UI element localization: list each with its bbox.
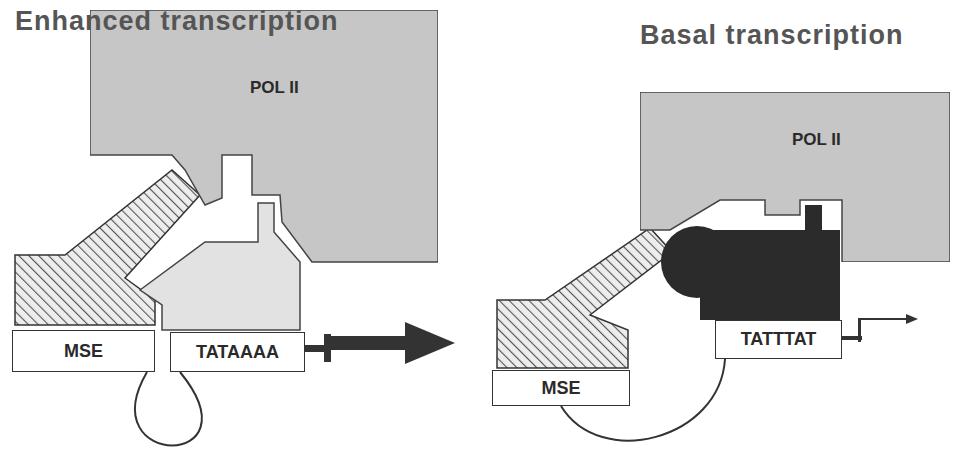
transcription-arrow [305,345,327,352]
polymerase-label: POL II [250,78,299,98]
element-label: TATTTAT [741,329,817,350]
element-label: MSE [541,378,580,399]
dna-loop [135,372,202,446]
dna-element-box: MSE [12,330,155,372]
activator-factor [497,228,672,368]
transcription-arrow [860,318,908,320]
element-label: MSE [64,341,103,362]
panel-heading: Enhanced transcription [15,6,339,37]
panel-heading: Basal transcription [640,20,904,51]
dna-element-box: TATAAAA [170,332,305,372]
polymerase-outline [640,92,950,262]
transcription-arrow [906,314,918,324]
tbp-variant-factor [661,205,840,320]
dna-element-box: TATTTAT [715,320,842,359]
dna-element-box: MSE [492,370,630,406]
polymerase-outline [90,10,438,265]
tbp-factor [140,203,300,330]
polymerase-label: POL II [792,130,841,150]
start-tick [858,318,861,342]
polymerase-shape: POL II [640,92,950,262]
transcription-arrow [327,322,455,364]
polymerase-shape: POL II [90,10,438,265]
element-label: TATAAAA [196,342,279,363]
polymerase-outline [640,92,950,262]
polymerase-outline [90,10,438,262]
